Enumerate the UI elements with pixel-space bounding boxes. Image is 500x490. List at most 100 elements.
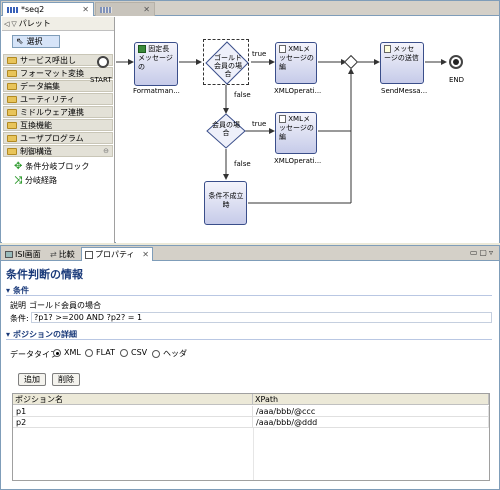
compare-icon: ⇄	[50, 249, 57, 259]
decision-text: 会員の場合	[212, 121, 240, 137]
drawer-control-structure[interactable]: 制御構造 ⊖	[3, 145, 113, 157]
drawer-user-program[interactable]: ユーザプログラム	[3, 132, 113, 144]
radio-csv[interactable]: CSV	[120, 348, 147, 357]
drawer-service-call[interactable]: サービス呼出し	[3, 54, 113, 66]
else-branch-node[interactable]: 条件不成立時	[204, 181, 247, 225]
condition-section-header[interactable]: ▾ 条件	[6, 285, 492, 296]
section-title: ポジションの詳細	[13, 329, 78, 339]
palette-item-label: 条件分岐ブロック	[25, 161, 90, 171]
view-controls: ▭▢▿	[470, 248, 495, 257]
delete-button[interactable]: 削除	[52, 373, 80, 386]
node-text: メッセージの送信	[384, 45, 419, 62]
end-node[interactable]	[449, 55, 463, 69]
select-tool[interactable]: ⇖ 選択	[12, 35, 60, 48]
flow-canvas[interactable]: START 固定長メッセージの Formatman... ゴールド会員の場合 t…	[90, 17, 499, 243]
sequence-icon	[7, 6, 19, 13]
chevron-down-icon[interactable]: ▽	[11, 19, 17, 28]
radio-label: CSV	[131, 348, 148, 357]
folder-icon	[7, 82, 17, 90]
folder-icon	[7, 108, 17, 116]
node-text: XMLメッセージの編	[279, 45, 314, 71]
xml-edit-node-2[interactable]: XMLメッセージの編	[275, 112, 317, 154]
radio-selected-icon	[53, 348, 61, 357]
send-message-node[interactable]: メッセージの送信	[380, 42, 424, 84]
radio-xml[interactable]: XML	[53, 348, 81, 357]
branch-true-label: true	[252, 120, 267, 128]
section-title: 条件	[13, 285, 30, 295]
collapse-icon[interactable]: ⊖	[103, 147, 109, 155]
flow-editor: *seq2 ✕ ✕ ◁ ▽ パレット ⇖ 選択 サービス呼出し フォーマット変換…	[0, 0, 500, 243]
column-header-xpath[interactable]: XPath	[253, 394, 489, 405]
chevron-down-icon: ▾	[6, 329, 11, 339]
position-section-header[interactable]: ▾ ポジションの詳細	[6, 329, 492, 340]
tab-seq2[interactable]: *seq2 ✕	[2, 2, 94, 16]
chevron-down-icon: ▾	[6, 285, 11, 295]
start-label: START	[90, 76, 112, 84]
node-text: 固定長メッセージの	[138, 45, 173, 71]
xml-edit-node-1[interactable]: XMLメッセージの編	[275, 42, 317, 84]
column-header-position[interactable]: ポジション名	[13, 394, 253, 405]
radio-header[interactable]: ヘッダ	[152, 348, 187, 359]
palette-header: ◁ ▽ パレット	[2, 17, 114, 31]
flow-connections	[116, 59, 447, 204]
cell-position-name: p1	[13, 406, 253, 417]
radio-label: XML	[64, 348, 81, 357]
radio-icon	[85, 348, 93, 357]
tab-inactive[interactable]: ✕	[95, 2, 155, 16]
view-menu-icon[interactable]: ▿	[488, 248, 495, 257]
branch-icon: ✥	[14, 160, 23, 172]
drawer-compat[interactable]: 互換機能	[3, 119, 113, 131]
palette-item-condition-block[interactable]: ✥条件分岐ブロック	[14, 160, 89, 172]
condition-value: ?p1? >=200 AND ?p2? = 1	[34, 313, 143, 322]
condition-field[interactable]: ?p1? >=200 AND ?p2? = 1	[31, 312, 492, 323]
format-node[interactable]: 固定長メッセージの	[134, 42, 178, 86]
radio-flat[interactable]: FLAT	[85, 348, 115, 357]
minimize-icon[interactable]: ▭	[469, 248, 480, 257]
folder-icon	[7, 69, 17, 77]
properties-icon	[85, 250, 93, 259]
sequence-icon	[100, 6, 112, 13]
drawer-data-edit[interactable]: データ編集	[3, 80, 113, 92]
decision-selection-box[interactable]: ゴールド会員の場合	[203, 39, 249, 85]
folder-icon	[7, 95, 17, 103]
close-icon[interactable]: ✕	[142, 250, 149, 259]
cell-xpath: /aaa/bbb/@ccc	[253, 406, 489, 417]
add-button[interactable]: 追加	[18, 373, 46, 386]
document-icon	[384, 45, 391, 53]
radio-label: ヘッダ	[163, 349, 187, 358]
tab-properties[interactable]: プロパティ ✕	[81, 247, 153, 261]
drawer-label: フォーマット変換	[20, 68, 84, 78]
decision-diamond	[205, 41, 249, 85]
xml-icon	[279, 45, 286, 53]
drawer-format-convert[interactable]: フォーマット変換	[3, 67, 113, 79]
format-icon	[138, 45, 146, 53]
palette-item-branch-path[interactable]: ⤨分岐経路	[14, 174, 57, 186]
maximize-icon[interactable]: ▢	[479, 248, 489, 257]
radio-label: FLAT	[96, 348, 115, 357]
tab-label: 比較	[58, 249, 75, 259]
decision-diamond-2[interactable]	[206, 113, 246, 149]
start-node[interactable]	[97, 56, 109, 68]
page-title: 条件判断の情報	[6, 268, 83, 281]
arrow-cursor-icon: ⇖	[16, 36, 24, 47]
position-table: ポジション名 XPath p1 /aaa/bbb/@ccc p2 /aaa/bb…	[12, 393, 490, 481]
tab-compare[interactable]: ⇄ 比較	[47, 247, 79, 261]
close-icon[interactable]: ✕	[82, 5, 89, 14]
condition-label: 条件:	[10, 314, 29, 323]
tab-isi-screen[interactable]: ISI画面	[2, 247, 46, 261]
drawer-utility[interactable]: ユーティリティ	[3, 93, 113, 105]
node-text: XMLメッセージの編	[279, 115, 314, 141]
drawer-label: サービス呼出し	[20, 55, 76, 65]
drawer-middleware[interactable]: ミドルウェア連携	[3, 106, 113, 118]
branch-path-icon: ⤨	[14, 174, 22, 186]
drawer-label: 制御構造	[20, 146, 52, 156]
node-caption: XMLOperati...	[274, 87, 322, 95]
radio-icon	[152, 349, 160, 358]
drawer-label: ミドルウェア連携	[20, 107, 84, 117]
collapse-left-icon[interactable]: ◁	[4, 19, 10, 28]
editor-tab-bar: *seq2 ✕ ✕	[1, 1, 499, 16]
xml-icon	[279, 115, 286, 123]
close-icon[interactable]: ✕	[143, 5, 150, 14]
tab-label: ISI画面	[15, 249, 41, 259]
description-value: ゴールド会員の場合	[29, 301, 101, 310]
